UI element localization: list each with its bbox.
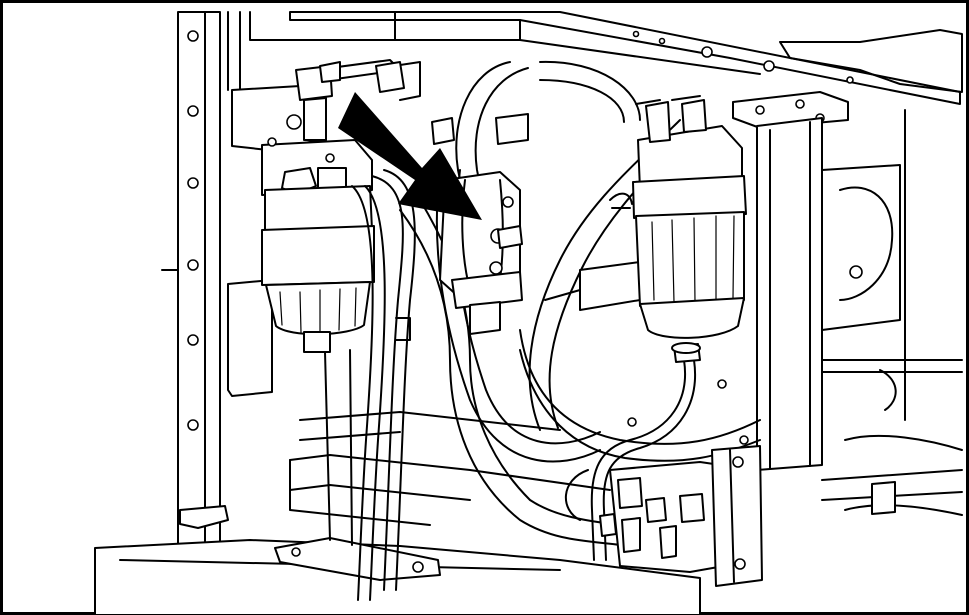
right-fuel-filter xyxy=(545,96,746,362)
center-valve-assembly xyxy=(396,114,528,340)
misc-fasteners xyxy=(610,194,748,444)
fuel-hoses xyxy=(296,60,760,600)
frame-bolt-heads xyxy=(634,32,854,84)
bottom-right-valve-block xyxy=(566,446,762,586)
callout-arrow-icon xyxy=(338,92,482,220)
left-fuel-filter xyxy=(228,86,374,545)
